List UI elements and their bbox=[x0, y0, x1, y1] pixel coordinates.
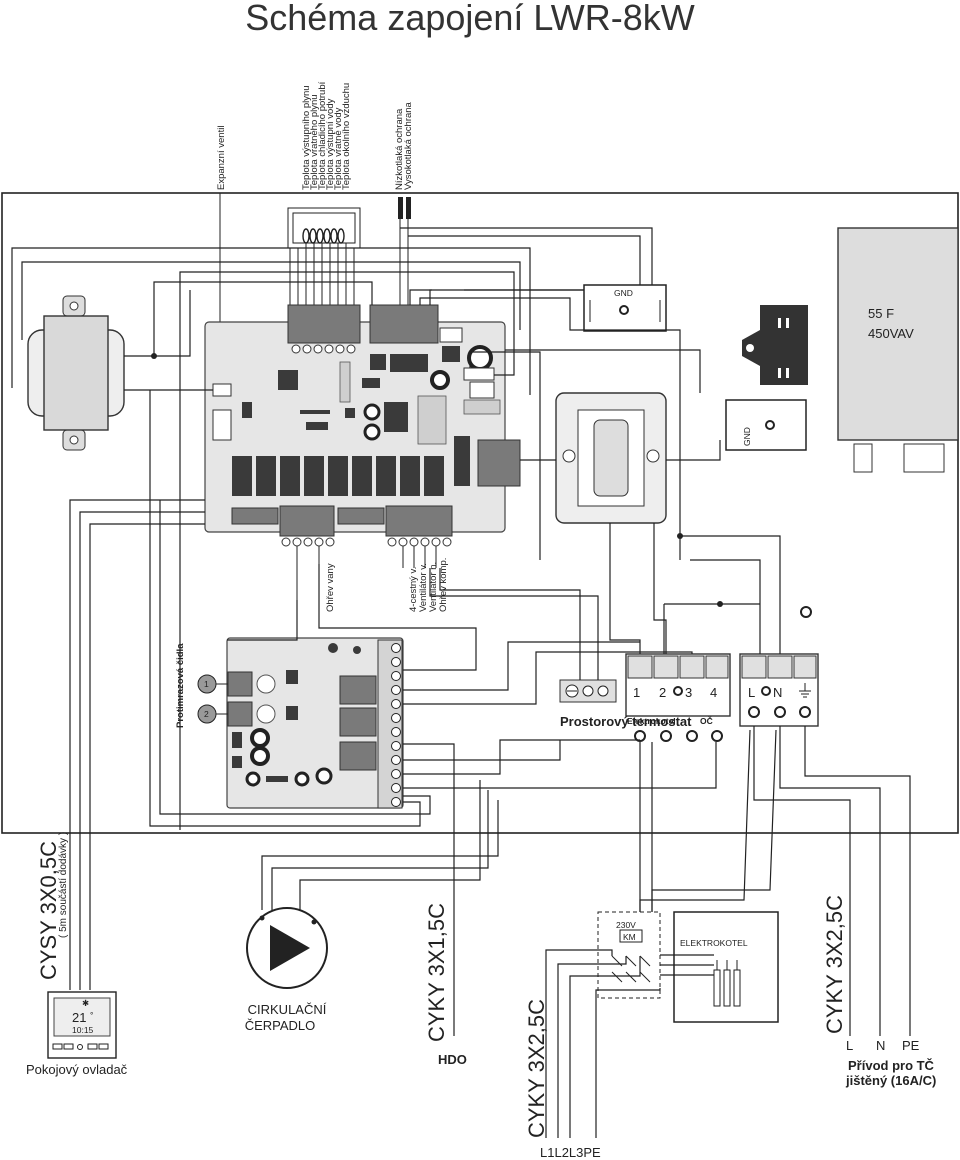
cable-label-boiler: CYKY 3X2,5C bbox=[524, 999, 549, 1138]
svg-text:GND: GND bbox=[614, 288, 633, 298]
sensor-labels: Teplota výstupního plynu Teplota vratnéh… bbox=[301, 81, 352, 190]
supply-label-1: Přívod pro TČ bbox=[848, 1058, 935, 1073]
main-control-board bbox=[204, 304, 521, 600]
svg-text:Teplota vratného plynu: Teplota vratného plynu bbox=[309, 94, 320, 190]
svg-text:Vysokotlaká ochrana: Vysokotlaká ochrana bbox=[403, 101, 414, 190]
svg-text:450VAV: 450VAV bbox=[868, 326, 914, 341]
gnd-plate-right: GND bbox=[725, 399, 807, 451]
svg-text:ELEKTROKOTEL: ELEKTROKOTEL bbox=[680, 938, 748, 948]
hdo-label: HDO bbox=[438, 1052, 467, 1067]
phase-wiring bbox=[545, 949, 661, 1138]
room-thermostat-label: Prostorový termostat bbox=[560, 714, 692, 729]
compressor-connector bbox=[742, 305, 808, 385]
cable-label-supply: CYKY 3X2,5C bbox=[822, 895, 847, 1034]
phase-labels: L1L2L3PE bbox=[540, 1145, 601, 1160]
svg-text:GND: GND bbox=[742, 427, 752, 446]
antifreeze-sensors: 1 2 bbox=[197, 674, 228, 724]
svg-text:Teplota výstupního plynu: Teplota výstupního plynu bbox=[301, 85, 312, 190]
antifreeze-board bbox=[226, 637, 404, 809]
contactor-main bbox=[555, 392, 667, 524]
supply-l: L bbox=[846, 1038, 853, 1053]
pressure-labels: Nízkotlaká ochrana Vysokotlaká ochrana bbox=[394, 101, 414, 190]
svg-text:L: L bbox=[748, 685, 755, 700]
ground-bolt-icon bbox=[800, 606, 812, 618]
terminal-block-1: 1 2 3 4 Elektrokotel OČ bbox=[625, 653, 731, 742]
sensor-wire-bundle bbox=[287, 207, 361, 305]
svg-text:Nízkotlaká ochrana: Nízkotlaká ochrana bbox=[394, 108, 405, 190]
room-controller: ✱ 21 ° 10:15 bbox=[47, 991, 117, 1059]
supply-wiring bbox=[639, 726, 911, 1036]
room-controller-label: Pokojový ovladač bbox=[26, 1062, 128, 1077]
svg-text:230V: 230V bbox=[616, 920, 636, 930]
gnd-plate-top: GND bbox=[583, 284, 667, 332]
page-title: Schéma zapojení LWR-8kW bbox=[245, 0, 695, 38]
controller-temp: 21 bbox=[72, 1010, 86, 1025]
controller-star-icon: ✱ bbox=[82, 998, 89, 1008]
supply-n: N bbox=[876, 1038, 885, 1053]
terminal-block-2: L N bbox=[739, 606, 819, 727]
svg-text:4: 4 bbox=[710, 685, 717, 700]
transformer bbox=[27, 295, 125, 451]
svg-text:2: 2 bbox=[204, 709, 209, 719]
svg-text:1: 1 bbox=[633, 685, 640, 700]
svg-text:55 F: 55 F bbox=[868, 306, 894, 321]
capacitor: 55 F 450VAV bbox=[837, 227, 959, 473]
svg-text:KM: KM bbox=[623, 932, 636, 942]
svg-text:Teplota okolního vzduchu: Teplota okolního vzduchu bbox=[341, 83, 352, 190]
svg-text:Expanzní ventil: Expanzní ventil bbox=[216, 126, 227, 190]
cable-label-cysy: CYSY 3X0,5C bbox=[36, 841, 61, 980]
electric-boiler: ELEKTROKOTEL bbox=[660, 911, 779, 1023]
cable-label-hdo: CYKY 3X1,5C bbox=[424, 903, 449, 1042]
ground-symbol-icon bbox=[799, 683, 811, 698]
svg-text:Teplota chladicího potrubí: Teplota chladicího potrubí bbox=[317, 81, 328, 190]
output-label-fan-low: Ventilátor n. bbox=[428, 562, 439, 612]
boiler-contactor: 230V KM bbox=[597, 911, 661, 999]
svg-text:°: ° bbox=[90, 1010, 93, 1020]
pump-label-2: ČERPADLO bbox=[245, 1018, 316, 1033]
circulation-pump-icon bbox=[246, 907, 328, 989]
internal-wiring bbox=[11, 227, 781, 1036]
svg-text:3: 3 bbox=[685, 685, 692, 700]
cable-note-cysy: ( 5m součástí dodávky ) bbox=[58, 832, 69, 938]
svg-text:Teplota vratné vody: Teplota vratné vody bbox=[333, 107, 344, 190]
output-label-heater-tank: Ohřev vany bbox=[325, 563, 336, 612]
svg-text:Teplota výstupní vody: Teplota výstupní vody bbox=[325, 98, 336, 190]
output-label-four-way: 4-cestný v. bbox=[408, 567, 419, 612]
pump-label-1: CIRKULAČNÍ bbox=[248, 1002, 327, 1017]
svg-text:2: 2 bbox=[659, 685, 666, 700]
output-label-comp-heater: Ohřev komp. bbox=[438, 558, 449, 612]
terminal-label-boiler: Elektrokotel bbox=[627, 716, 676, 726]
room-thermostat-terminal: Prostorový termostat bbox=[559, 679, 692, 729]
supply-label-2: jištěný (16A/C) bbox=[845, 1073, 936, 1088]
controller-time: 10:15 bbox=[72, 1025, 94, 1035]
terminal-label-oc: OČ bbox=[700, 715, 713, 726]
supply-pe: PE bbox=[902, 1038, 920, 1053]
svg-text:N: N bbox=[773, 685, 782, 700]
expansion-valve-label: Expanzní ventil bbox=[216, 126, 227, 190]
svg-text:1: 1 bbox=[204, 679, 209, 689]
output-label-fan-high: Ventilátor v. bbox=[418, 563, 429, 612]
